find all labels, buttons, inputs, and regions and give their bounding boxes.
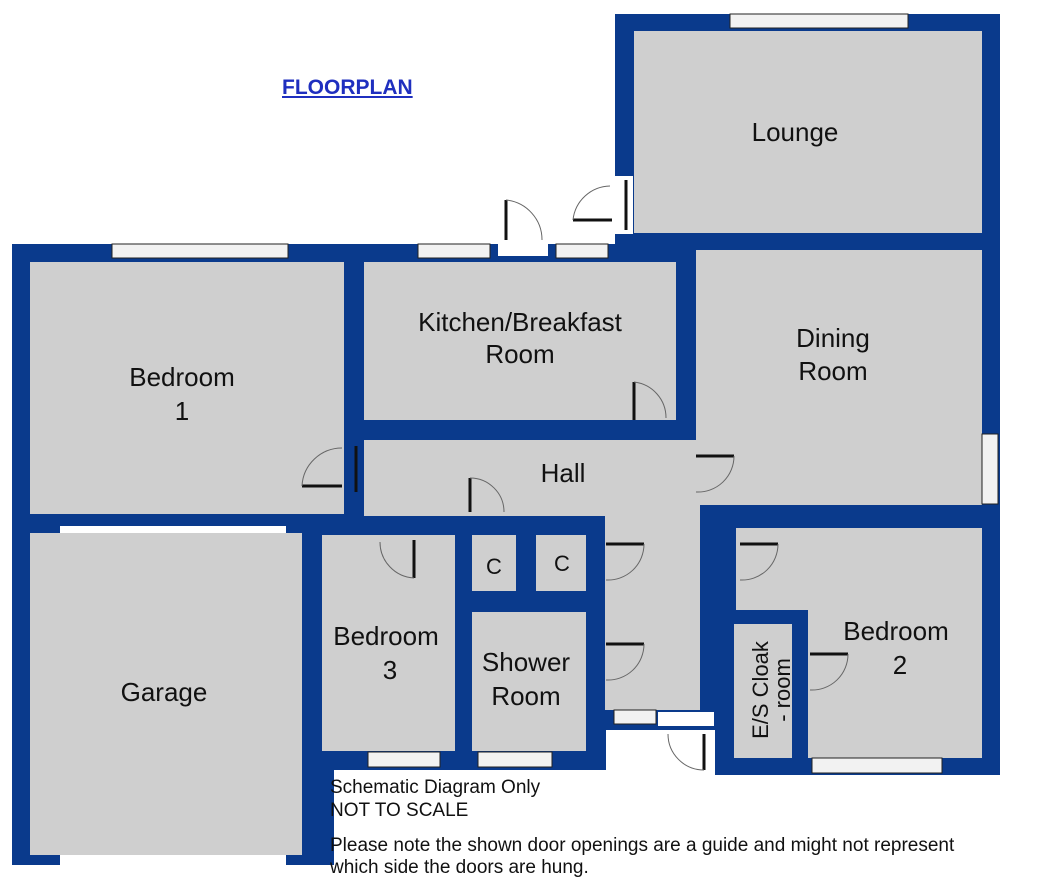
cloakroom-floor — [734, 624, 792, 758]
bedroom2-floor-b — [808, 528, 982, 758]
room-label-bedroom3-line2[interactable]: 3 — [383, 655, 397, 685]
dining-floor — [696, 250, 982, 505]
room-label-dining-line2[interactable]: Room — [798, 356, 867, 386]
floors — [30, 31, 982, 855]
room-label-cupboard-b[interactable]: C — [554, 551, 570, 576]
window-bedroom1 — [111, 243, 289, 259]
door-swings — [301, 185, 849, 771]
window-shower — [477, 751, 553, 768]
window-dining — [981, 433, 999, 505]
windows — [111, 13, 999, 774]
room-label-dining-line1[interactable]: Dining — [796, 323, 870, 353]
cupboard-b-floor — [536, 535, 586, 591]
room-label-shower-line1[interactable]: Shower — [482, 647, 570, 677]
room-label-cloak-line1[interactable]: E/S Cloak — [748, 640, 773, 739]
window-bedroom3 — [367, 751, 441, 768]
window-kitchen-b — [555, 243, 609, 259]
cupboard-a-floor — [472, 535, 516, 591]
room-label-shower-line2[interactable]: Room — [491, 681, 560, 711]
window-hall — [613, 709, 657, 725]
note-door-disclaimer-line2[interactable]: which side the doors are hung. — [330, 857, 589, 878]
room-label-cloak-line2[interactable]: - room — [770, 658, 795, 722]
lounge-floor — [634, 31, 982, 233]
note-door-disclaimer-line1[interactable]: Please note the shown door openings are … — [330, 835, 955, 856]
room-label-bedroom1-line2[interactable]: 1 — [175, 396, 189, 426]
note-not-to-scale[interactable]: NOT TO SCALE — [330, 800, 469, 821]
room-label-hall[interactable]: Hall — [541, 458, 586, 488]
floorplan-title[interactable]: FLOORPLAN — [282, 76, 413, 99]
room-label-cupboard-a[interactable]: C — [486, 554, 502, 579]
room-label-bedroom3-line1[interactable]: Bedroom — [333, 621, 439, 651]
room-label-bedroom1-line1[interactable]: Bedroom — [129, 362, 235, 392]
door-leaves — [302, 180, 848, 770]
garage-floor — [30, 533, 302, 855]
room-label-lounge[interactable]: Lounge — [752, 117, 839, 147]
hall-floor-b — [605, 440, 700, 710]
door-gaps — [498, 176, 714, 726]
bedroom3-floor — [322, 535, 455, 751]
note-schematic[interactable]: Schematic Diagram Only — [330, 777, 541, 798]
room-label-garage[interactable]: Garage — [121, 677, 208, 707]
room-labels: Lounge Kitchen/Breakfast Room Dining Roo… — [121, 117, 949, 739]
window-bedroom2 — [811, 757, 943, 774]
room-label-bedroom2-line2[interactable]: 2 — [893, 650, 907, 680]
room-label-kitchen-line1[interactable]: Kitchen/Breakfast — [418, 307, 623, 337]
window-lounge — [729, 13, 909, 29]
window-kitchen-a — [417, 243, 491, 259]
shower-floor — [472, 612, 586, 751]
room-label-kitchen-line2[interactable]: Room — [485, 339, 554, 369]
kitchen-floor — [364, 262, 676, 420]
room-label-bedroom2-line1[interactable]: Bedroom — [843, 616, 949, 646]
bedroom1-floor — [30, 262, 344, 514]
